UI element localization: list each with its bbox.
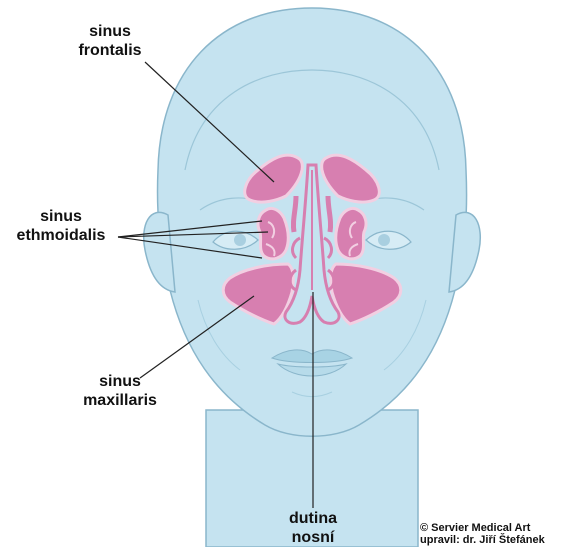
label-sinus-frontalis-line1: sinus	[60, 22, 160, 41]
label-sinus-maxillaris-line1: sinus	[70, 372, 170, 391]
credit-line1: © Servier Medical Art	[420, 522, 545, 534]
credit-text: © Servier Medical Art upravil: dr. Jiří …	[420, 522, 545, 546]
label-dutina-nosni-line2: nosní	[263, 528, 363, 547]
label-sinus-ethmoidalis: sinus ethmoidalis	[6, 207, 116, 245]
label-sinus-maxillaris-line2: maxillaris	[70, 391, 170, 410]
label-sinus-maxillaris: sinus maxillaris	[70, 372, 170, 410]
credit-line2: upravil: dr. Jiří Štefánek	[420, 534, 545, 546]
sinus-ethmoidalis-right	[336, 208, 366, 258]
label-sinus-frontalis: sinus frontalis	[60, 22, 160, 60]
label-dutina-nosni: dutina nosní	[263, 509, 363, 547]
sinus-ethmoidalis-left	[258, 208, 288, 258]
frontal-duct-left	[293, 196, 296, 232]
label-sinus-frontalis-line2: frontalis	[60, 41, 160, 60]
label-sinus-ethmoidalis-line2: ethmoidalis	[6, 226, 116, 245]
label-sinus-ethmoidalis-line1: sinus	[6, 207, 116, 226]
label-dutina-nosni-line1: dutina	[263, 509, 363, 528]
frontal-duct-right	[328, 196, 331, 232]
